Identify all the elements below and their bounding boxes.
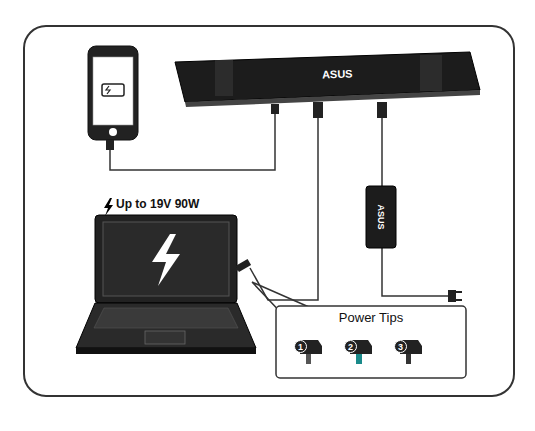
- laptop-cable: [250, 104, 318, 300]
- callout-number: 2: [348, 342, 353, 352]
- box-title: Power Tips: [276, 310, 466, 325]
- usb-cable: [110, 106, 275, 170]
- callout-number: 3: [398, 342, 403, 352]
- bolt-icon: [104, 198, 113, 216]
- power-tips: [300, 340, 422, 364]
- brand-logo: ASUS: [322, 67, 353, 80]
- brand-logo: ASUS: [376, 204, 386, 229]
- callout-number: 1: [298, 342, 303, 352]
- power-adapter: [366, 186, 396, 248]
- power-bolt: [152, 234, 180, 286]
- frame: [24, 26, 514, 396]
- phone: [88, 46, 138, 140]
- tips-box-outline: [276, 306, 466, 378]
- tip-number: 2: [344, 340, 357, 353]
- power-rating: Up to 19V 90W: [116, 197, 199, 211]
- docking-station: [175, 52, 480, 107]
- wall-plug: [448, 290, 462, 302]
- power-tips-box: Power Tips 1 2 3: [276, 306, 466, 378]
- laptop: [76, 215, 256, 354]
- tip-number: 1: [294, 340, 307, 353]
- dc-plug: [231, 259, 251, 273]
- tip-number: 3: [394, 340, 407, 353]
